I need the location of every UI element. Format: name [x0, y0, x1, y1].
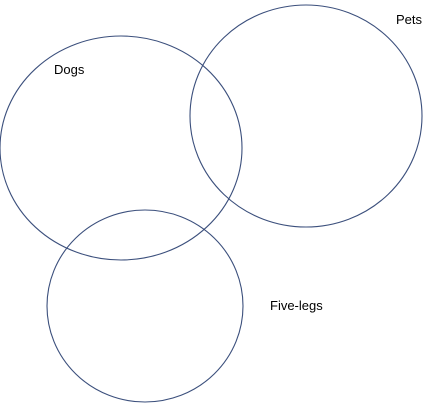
dogs-circle [0, 35, 243, 261]
five-legs-circle [46, 209, 244, 403]
pets-label: Pets [396, 12, 423, 27]
five-legs-label: Five-legs [270, 298, 323, 313]
pets-circle [189, 4, 423, 228]
dogs-label: Dogs [54, 62, 85, 77]
